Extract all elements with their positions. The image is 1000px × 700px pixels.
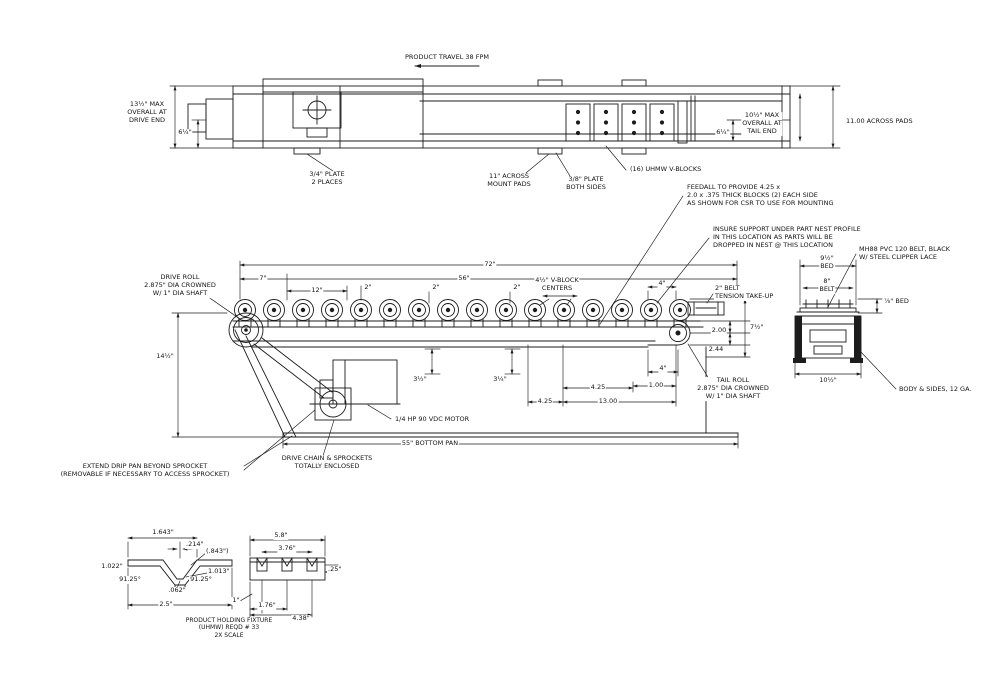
dim-4-38: 4.38" [291,614,311,623]
dim-843: (.843") [205,547,230,556]
dim-2-44: 2.44 [707,345,725,354]
dim-overall-length: 72" [483,260,497,269]
dim-pad-offset-left: 6¼" [177,128,193,137]
label-belt-spec: MH88 PVC 120 BELT, BLACK W/ STEEL CLIPPE… [858,245,952,262]
dim-3-76: 3.76" [277,544,297,553]
label-across-mount-pads: 11" ACROSS MOUNT PADS [486,172,532,189]
note-insure-support: INSURE SUPPORT UNDER PART NEST PROFILE I… [712,225,862,250]
fixture-detail-views [127,535,339,618]
dim-2-first: 2" [363,283,373,292]
dim-25: .25" [327,565,343,574]
side-view [171,195,751,471]
note-feedall: FEEDALL TO PROVIDE 4.25 x 2.0 x .375 THI… [686,183,835,208]
dim-1-643: 1.643" [151,528,175,537]
label-vblocks-qty: (16) UHMW V-BLOCKS [629,165,703,174]
dim-5-8: 5.8" [273,531,289,540]
dim-12: 12" [310,286,324,295]
dim-2-5: 2.5" [158,600,174,609]
dim-13-00: 13.00 [597,397,619,406]
dim-1: 1" [231,596,241,605]
dim-overall-drive-end: 13½" MAX OVERALL AT DRIVE END [126,100,168,125]
dim-belt-width: 8" BELT [818,277,836,294]
label-belt-takeup: 2" BELT TENSION TAKE-UP [714,284,775,301]
label-plate-two-places: 3/4" PLATE 2 PLACES [308,170,346,187]
dim-across-pads: 11.00 ACROSS PADS [845,117,914,126]
dim-pad-offset-right: 6¼" [715,128,731,137]
top-view [169,63,841,182]
dim-062: .062" [167,586,187,595]
dim-4-25-upper: 4.25 [589,383,607,392]
dim-214: .214" [185,540,205,549]
dim-2-00: 2.00 [710,326,728,335]
dim-bed-width: 9½" BED [819,254,835,271]
dim-4-top: 4" [657,279,667,288]
label-plate-both-sides: 3/8" PLATE BOTH SIDES [565,175,607,192]
dim-56: 56" [457,274,471,283]
dim-3-5: 3½" [412,375,428,384]
dim-bed-lip: ⅞" BED [883,297,910,306]
dim-bottom-pan: 55" BOTTOM PAN [400,439,460,448]
dim-4-25-lower: 4.25 [536,397,554,406]
label-chain: DRIVE CHAIN & SPROCKETS TOTALLY ENCLOSED [280,454,374,471]
label-drip-pan: EXTEND DRIP PAN BEYOND SPROCKET (REMOVAB… [59,462,231,479]
dim-2-last: 2" [512,283,522,292]
label-body-gauge: BODY & SIDES, 12 GA. [898,385,973,394]
dim-1-013: 1.013" [207,567,231,576]
label-drive-roll: DRIVE ROLL 2.875" DIA CROWNED W/ 1" DIA … [143,273,217,298]
dim-7-5: 7½" [749,323,765,332]
dim-height: 14½" [155,352,175,361]
dim-angle-right: 91.25° [189,575,213,584]
dim-vblock-centers: 4½" V-BLOCK CENTERS [534,276,580,293]
dim-3-25: 3¼" [492,375,508,384]
fixture-caption: PRODUCT HOLDING FIXTURE (UHMW) REQD # 33… [184,617,274,639]
end-view [793,253,897,390]
label-product-travel: PRODUCT TRAVEL 38 FPM [404,53,490,62]
dim-1-00: 1.00 [647,381,665,390]
dim-end-overall-width: 10½" [818,376,838,385]
label-motor: 1/4 HP 90 VDC MOTOR [394,415,471,424]
dim-1-76: 1.76" [257,601,277,610]
label-tail-roll: TAIL ROLL 2.875" DIA CROWNED W/ 1" DIA S… [696,376,770,401]
dim-overall-tail-end: 10½" MAX OVERALL AT TAIL END [741,111,783,136]
dim-1-022: 1.022" [100,562,124,571]
dim-7: 7" [258,274,268,283]
dim-angle-left: 91.25° [118,575,142,584]
dim-2-mid: 2" [431,283,441,292]
dim-4-tail: 4" [658,364,668,373]
